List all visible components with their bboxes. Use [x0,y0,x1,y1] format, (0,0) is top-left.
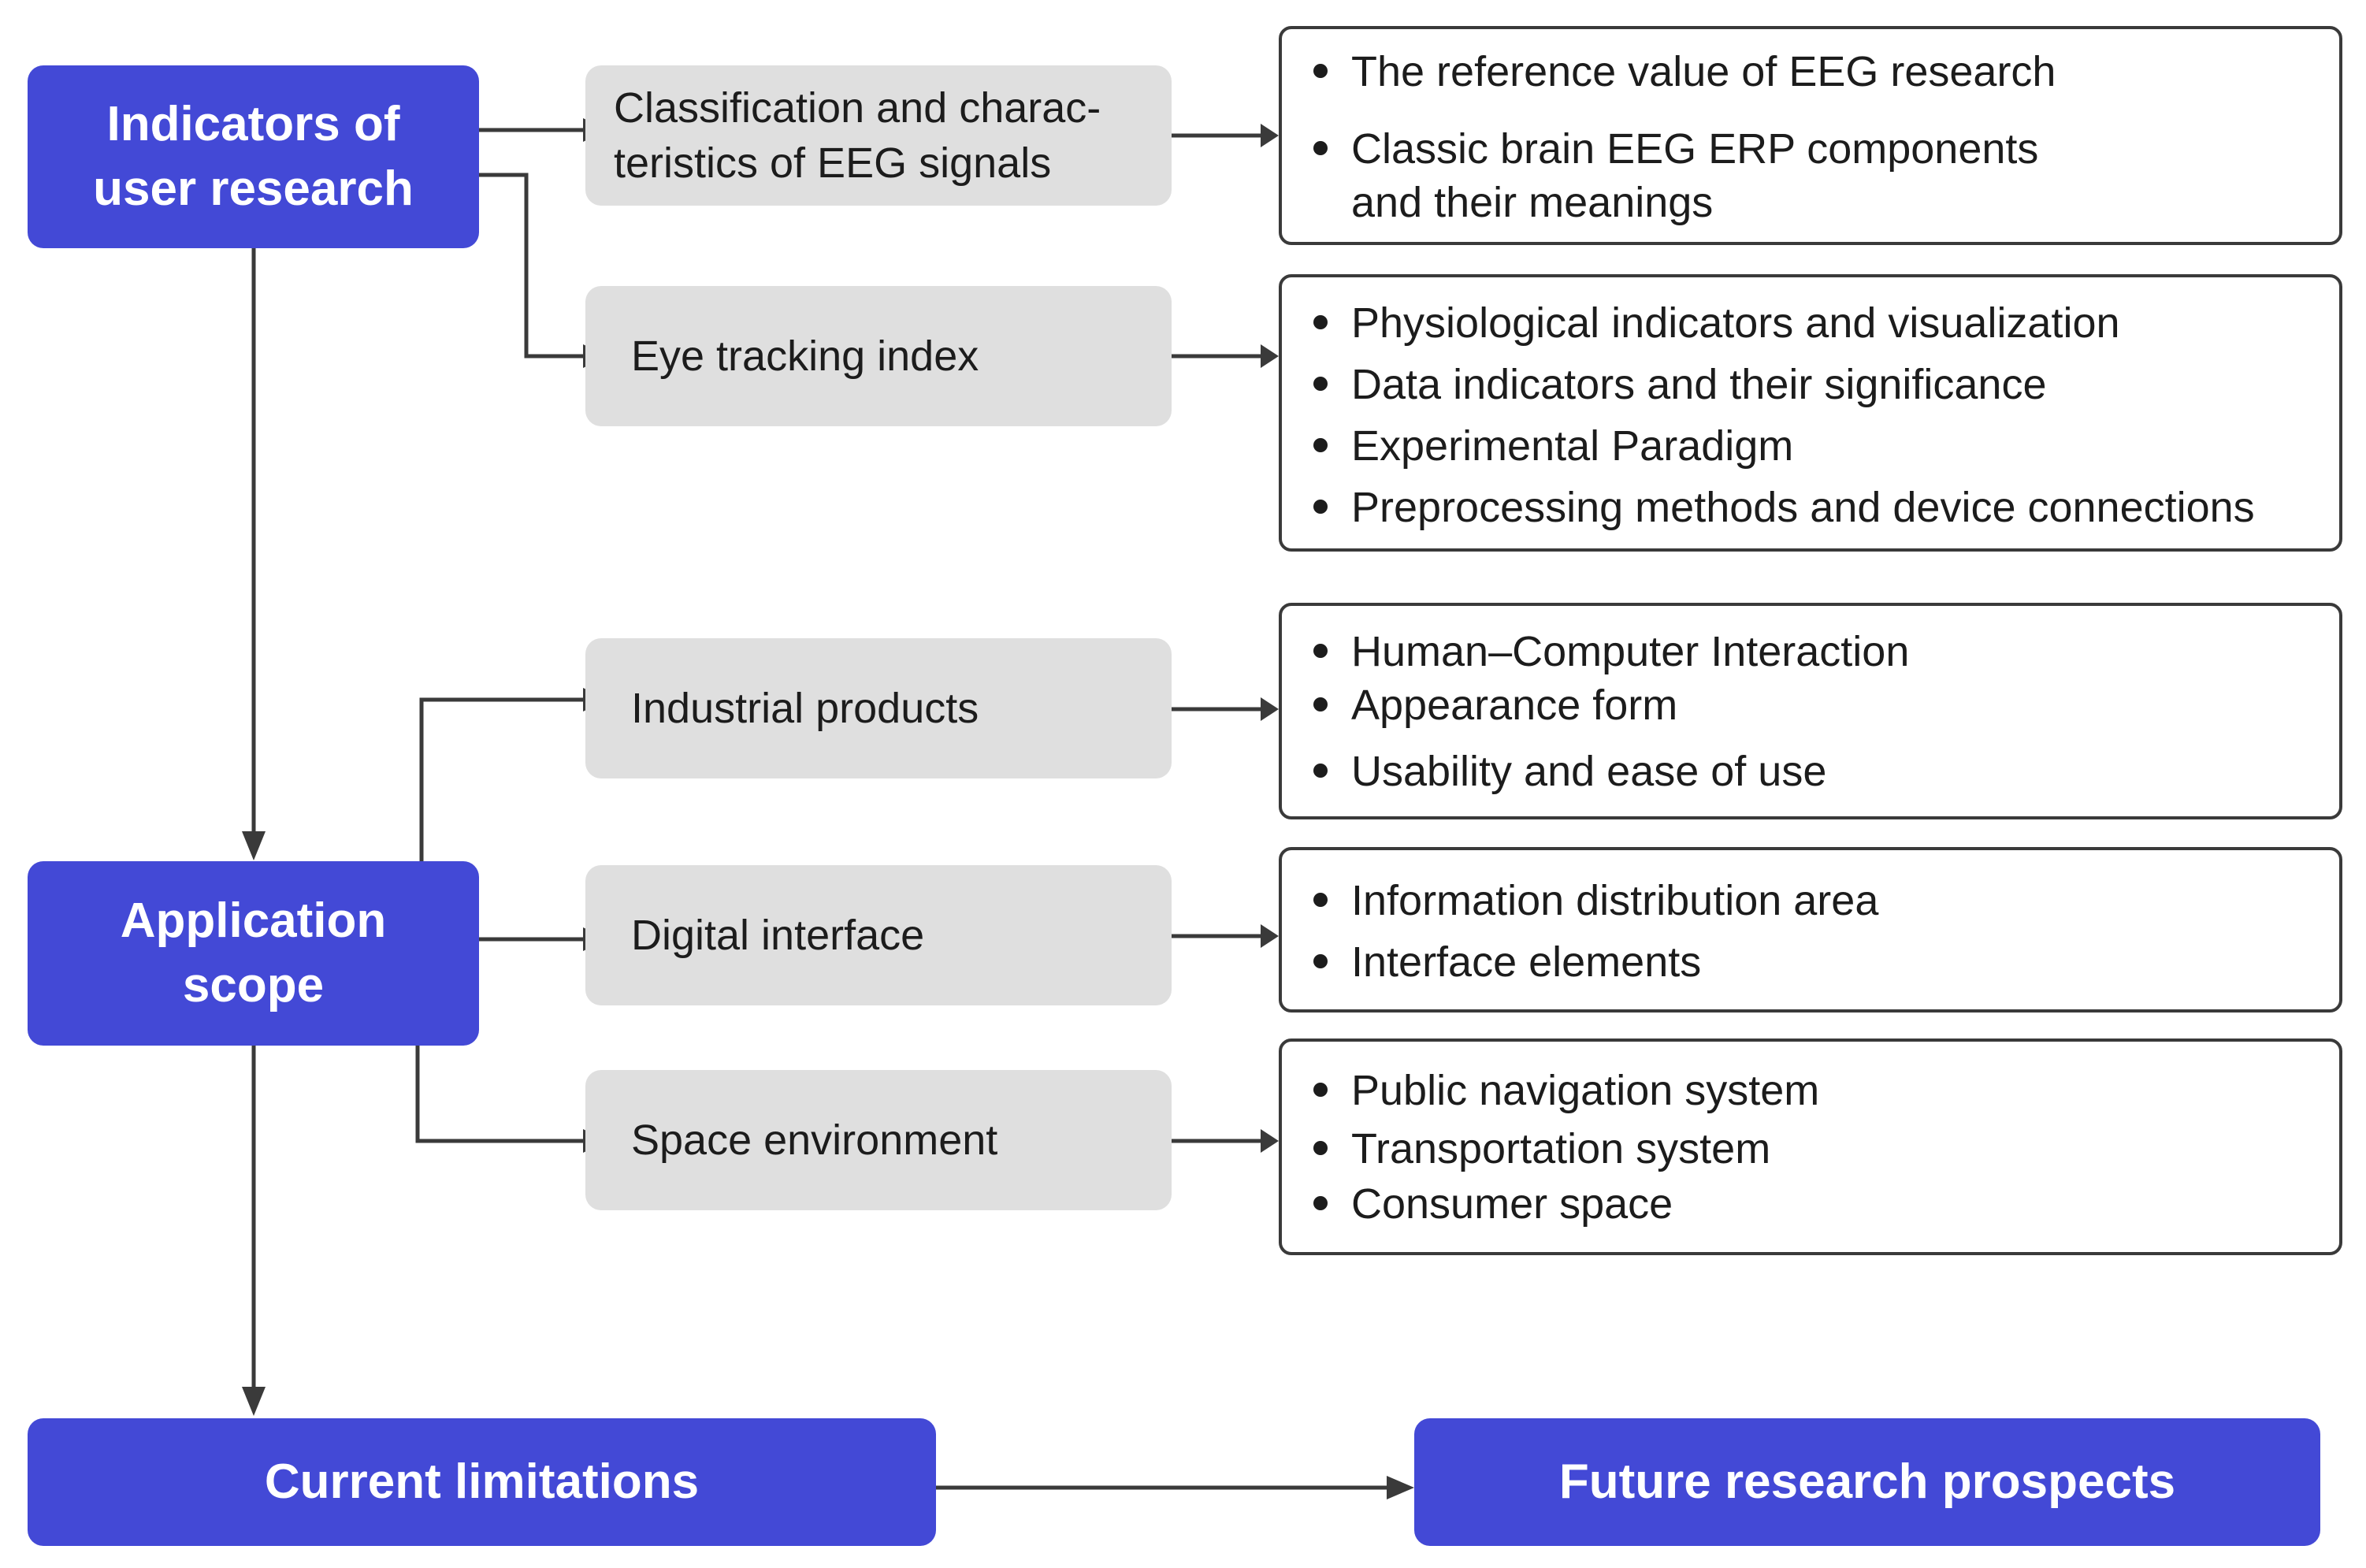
category-label: Space environment [631,1117,998,1164]
node-application-scope: Application scope [28,861,479,1046]
detail-item: Physiological indicators and visualizati… [1313,296,2120,350]
category-label: Classification and charac- teristics of … [614,84,1101,187]
detail-eye-tracking: Physiological indicators and visualizati… [1279,274,2342,552]
detail-item: Experimental Paradigm [1313,419,1793,473]
arrow-scope-to-industrial [419,697,583,861]
category-space-environment: Space environment [585,1070,1172,1210]
detail-item: Transportation system [1313,1122,1770,1176]
arrow-scope-to-space [415,1046,583,1143]
arrowhead [1261,1129,1279,1153]
detail-item: Consumer space [1313,1177,1673,1231]
category-label: Industrial products [631,685,979,732]
detail-eeg: The reference value of EEG research Clas… [1279,26,2342,245]
arrowhead [1387,1476,1414,1499]
detail-industrial-products: Human–Computer Interaction Appearance fo… [1279,603,2342,819]
arrowhead [242,1387,266,1416]
detail-item: Usability and ease of use [1313,745,1826,798]
category-eye-tracking: Eye tracking index [585,286,1172,426]
detail-item: Information distribution area [1313,874,1878,927]
detail-digital-interface: Information distribution area Interface … [1279,847,2342,1013]
detail-space-environment: Public navigation system Transportation … [1279,1039,2342,1255]
detail-item: Public navigation system [1313,1064,1819,1117]
arrowhead [1261,124,1279,147]
node-indicators: Indicators of user research [28,65,479,248]
detail-item: Classic brain EEG ERP components and the… [1313,122,2038,229]
detail-item: Human–Computer Interaction [1313,625,1909,678]
detail-item: Appearance form [1313,678,1677,732]
detail-item: Preprocessing methods and device connect… [1313,481,2255,534]
category-label: Eye tracking index [631,333,979,380]
category-digital-interface: Digital interface [585,865,1172,1005]
category-industrial-products: Industrial products [585,638,1172,778]
arrowhead [242,831,266,860]
node-future-research-prospects: Future research prospects [1414,1418,2320,1546]
category-eeg-signals: Classification and charac- teristics of … [585,65,1172,206]
detail-item: The reference value of EEG research [1313,45,2056,98]
category-label: Digital interface [631,912,925,959]
arrowhead [1261,344,1279,368]
arrowhead [1261,697,1279,721]
detail-item: Interface elements [1313,935,1701,989]
arrowhead [1261,924,1279,948]
node-current-limitations: Current limitations [28,1418,936,1546]
arrow-indicators-to-eye [479,173,583,359]
detail-item: Data indicators and their significance [1313,358,2046,411]
